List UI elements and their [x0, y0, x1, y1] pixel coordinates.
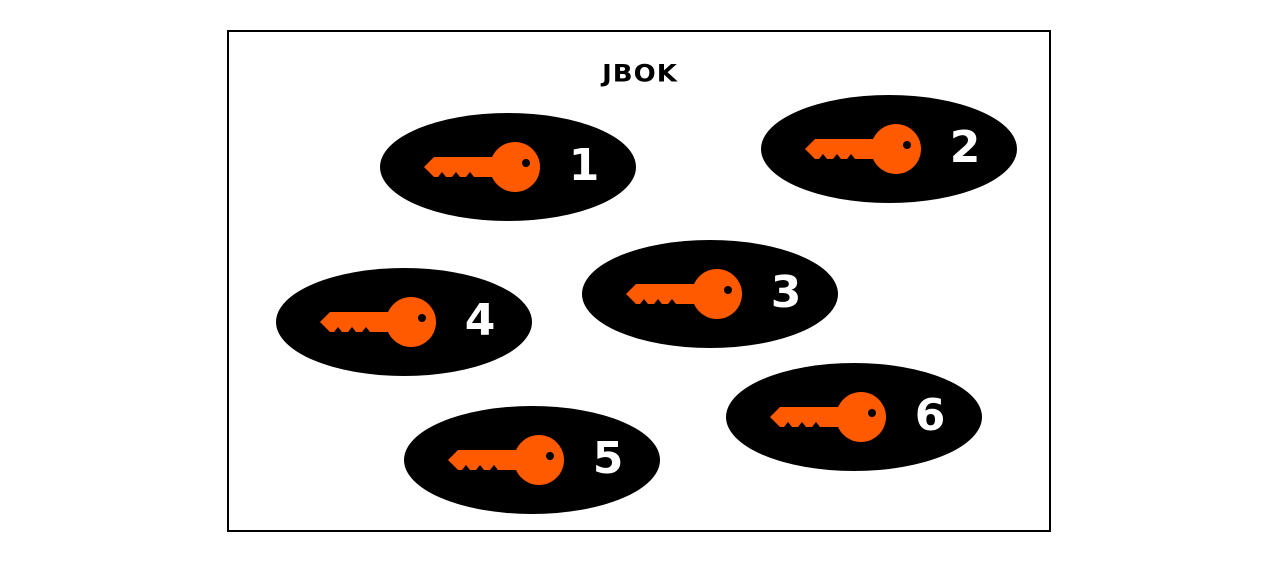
token-number: 6 [914, 390, 946, 441]
token-number: 2 [949, 122, 981, 173]
key-icon [770, 392, 886, 442]
key-token-3[interactable]: 3 [582, 240, 838, 348]
key-token-2[interactable]: 2 [761, 95, 1017, 203]
key-token-4[interactable]: 4 [276, 268, 532, 376]
board-title: JBOK [602, 60, 678, 88]
key-icon [448, 435, 564, 485]
token-number: 1 [568, 140, 600, 191]
key-icon [320, 297, 436, 347]
key-token-1[interactable]: 1 [380, 113, 636, 221]
key-token-5[interactable]: 5 [404, 406, 660, 514]
key-icon [626, 269, 742, 319]
token-number: 4 [464, 295, 496, 346]
key-token-6[interactable]: 6 [726, 363, 982, 471]
key-icon [424, 142, 540, 192]
token-number: 3 [770, 267, 802, 318]
token-number: 5 [592, 433, 624, 484]
key-icon [805, 124, 921, 174]
